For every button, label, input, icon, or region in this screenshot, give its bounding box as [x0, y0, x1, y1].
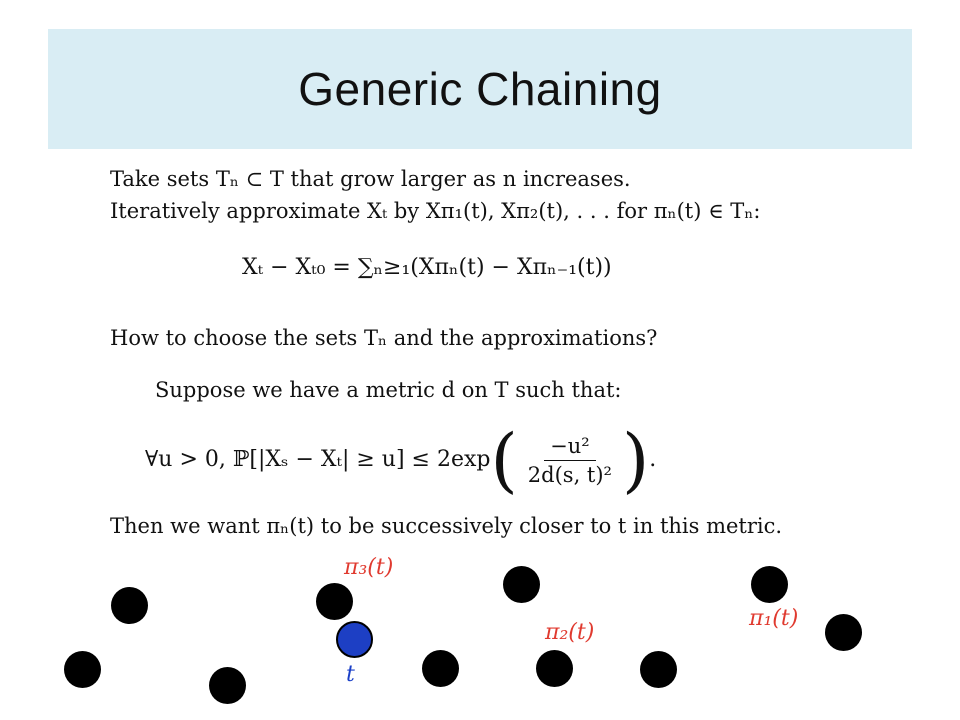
point-t	[336, 621, 373, 658]
fraction-denominator: 2d(s, t)²	[527, 462, 612, 487]
slide-title: Generic Chaining	[298, 63, 662, 115]
text-line-metric: Suppose we have a metric d on T such tha…	[155, 378, 622, 402]
point-pi3	[316, 583, 353, 620]
left-paren: (	[490, 419, 518, 501]
point	[111, 587, 148, 624]
point	[825, 614, 862, 651]
text-line-closer: Then we want πₙ(t) to be successively cl…	[110, 514, 783, 538]
label-pi3: π₃(t)	[344, 555, 394, 580]
title-banner: Generic Chaining	[48, 29, 912, 149]
text-line-sets: Take sets Tₙ ⊂ T that grow larger as n i…	[110, 167, 631, 191]
label-t: t	[346, 662, 355, 687]
point-pi1	[751, 566, 788, 603]
text-line-question: How to choose the sets Tₙ and the approx…	[110, 326, 658, 350]
point	[64, 651, 101, 688]
point	[422, 650, 459, 687]
point	[640, 651, 677, 688]
point	[503, 566, 540, 603]
label-pi1: π₁(t)	[749, 606, 799, 631]
equation-telescoping-sum: Xₜ − Xₜ₀ = ∑ₙ≥₁(Xπₙ(t) − Xπₙ₋₁(t))	[242, 255, 612, 280]
fraction-numerator: −u²	[544, 434, 596, 461]
equation-period: .	[649, 447, 657, 472]
point	[209, 667, 246, 704]
point-pi2	[536, 650, 573, 687]
label-pi2: π₂(t)	[545, 620, 595, 645]
equation-tail-bound-left: ∀u > 0, ℙ[|Xₛ − Xₜ| ≥ u] ≤ 2exp	[145, 447, 491, 472]
text-line-approximate: Iteratively approximate Xₜ by Xπ₁(t), Xπ…	[110, 199, 761, 223]
right-paren: )	[621, 419, 650, 501]
